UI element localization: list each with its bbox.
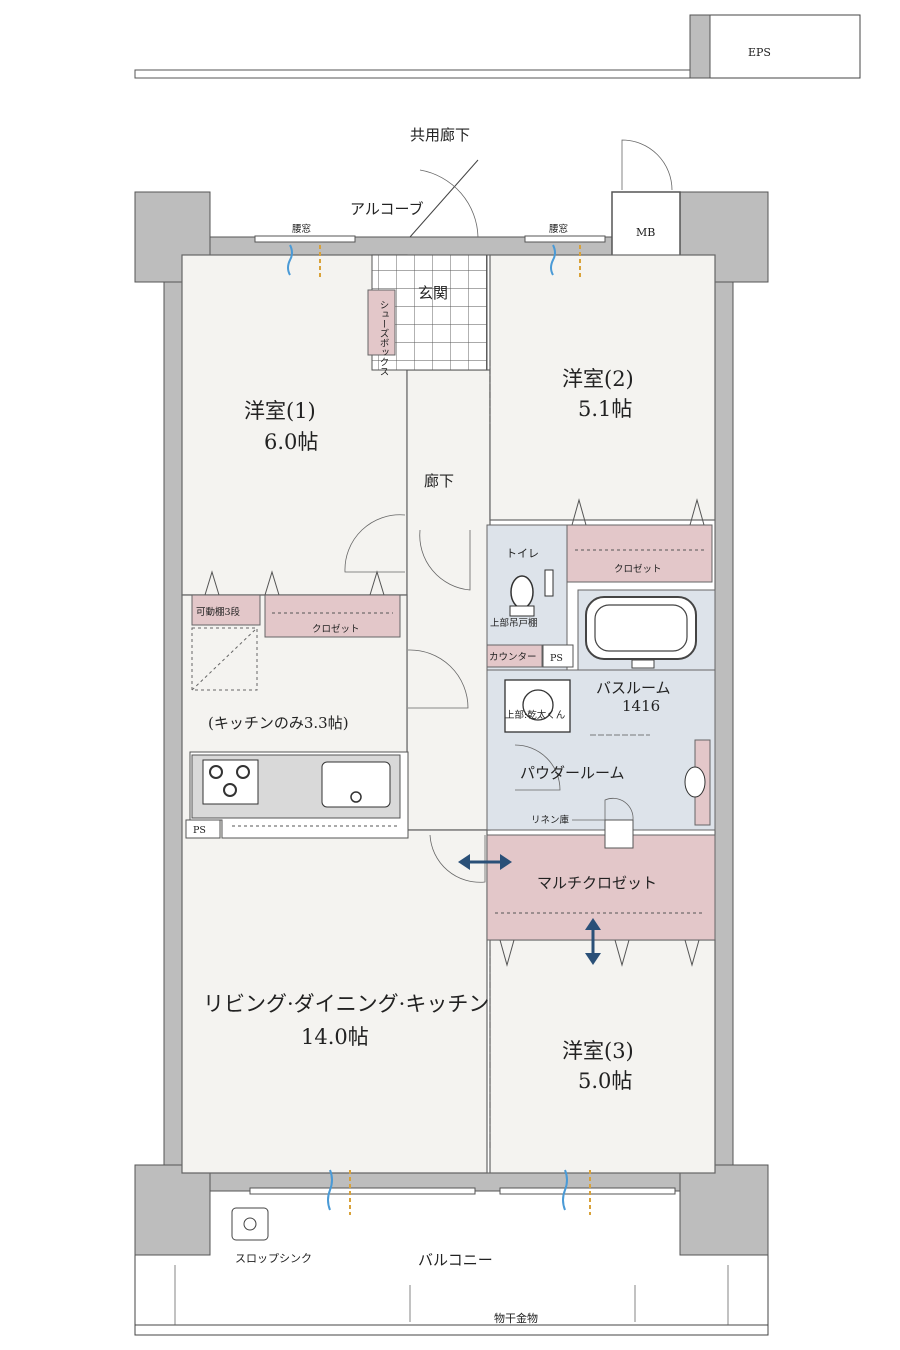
closet-door-marks [204, 498, 705, 967]
mb-label: MB [636, 226, 655, 239]
powder-room-label: パウダールーム [520, 764, 625, 782]
window [249, 235, 676, 1195]
slop-sink-label: スロップシンク [235, 1252, 312, 1265]
room3-size: 5.0帖 [578, 1069, 632, 1093]
burner-icon [209, 765, 223, 779]
vanity-sink-icon [684, 766, 706, 798]
multi-closet-label: マルチクロゼット [537, 874, 657, 892]
corridor-label: 共用廊下 [410, 126, 470, 144]
room2-closet [566, 524, 713, 583]
slop-sink-icon [231, 1207, 269, 1241]
room2-closet-label: クロゼット [614, 563, 662, 575]
shoe-box [367, 289, 396, 356]
dryer-label: 上部:乾太くん [505, 709, 565, 721]
toilet-icon [509, 569, 554, 617]
kitchen-note: (キッチンのみ3.3帖) [208, 714, 349, 732]
eps-shaft: EPS [689, 14, 861, 79]
room1-name: 洋室(1) [244, 399, 316, 423]
toilet-ps-label: PS [550, 653, 563, 664]
room1-closet-label: クロゼット [312, 623, 360, 635]
mb-box: MB [611, 139, 681, 271]
ldk-size: 14.0帖 [301, 1025, 369, 1049]
counter [486, 644, 543, 668]
toilet-door-swing [419, 529, 471, 591]
room2-name: 洋室(2) [562, 367, 634, 391]
movable-shelf-label: 可動棚3段 [196, 606, 241, 618]
access-arrow-icon [458, 854, 601, 965]
upper-shelf-label: 上部吊戸棚 [490, 617, 538, 629]
room1-size: 6.0帖 [264, 430, 318, 454]
kitchen-counter: PS [185, 751, 409, 839]
sliding-door [489, 360, 650, 1150]
drying-rack-label: 物干金物 [494, 1311, 538, 1325]
waist-window-label: 腰窓 [549, 223, 568, 235]
corridor-rail [134, 69, 691, 79]
waist-window-label: 腰窓 [292, 223, 311, 235]
bathroom-size: 1416 [622, 697, 660, 715]
room3-name: 洋室(3) [562, 1039, 634, 1063]
counter-label: カウンター [489, 652, 537, 663]
airflow-icon [287, 244, 591, 1215]
ldk-door-swing [407, 649, 469, 709]
sink-icon [321, 761, 391, 808]
powder-door-swing [514, 744, 561, 791]
bathtub-icon [585, 596, 697, 669]
washing-machine-icon [504, 679, 571, 733]
shoe-box-label: シューズボックス [378, 300, 390, 376]
western-room-2 [489, 254, 716, 521]
toilet-label: トイレ [506, 547, 539, 560]
room1-closet [264, 594, 401, 638]
balcony [134, 1195, 769, 1336]
western-room-3 [489, 939, 716, 1174]
room1-door-swing [344, 514, 406, 573]
hallway [406, 369, 491, 831]
movable-shelf [191, 594, 261, 626]
entrance-door [409, 159, 479, 238]
balcony-label: バルコニー [418, 1251, 493, 1269]
ldk-name: リビング·ダイニング·キッチン [203, 992, 489, 1016]
kitchen-ps-label: PS [193, 825, 206, 836]
alcove-label: アルコーブ [350, 200, 424, 218]
linen-box [604, 819, 634, 849]
burner-icon [223, 783, 237, 797]
burner-icon [236, 765, 250, 779]
room2-size: 5.1帖 [578, 397, 632, 421]
bathroom-label: バスルーム [596, 679, 671, 697]
closet-door-swing [429, 834, 486, 883]
linen-label: リネン庫 [531, 814, 570, 826]
eps-label: EPS [748, 46, 771, 59]
exterior-walls [134, 191, 769, 1256]
multi-closet [486, 834, 716, 941]
hallway-label: 廊下 [424, 472, 454, 490]
entrance-label: 玄関 [418, 284, 448, 302]
